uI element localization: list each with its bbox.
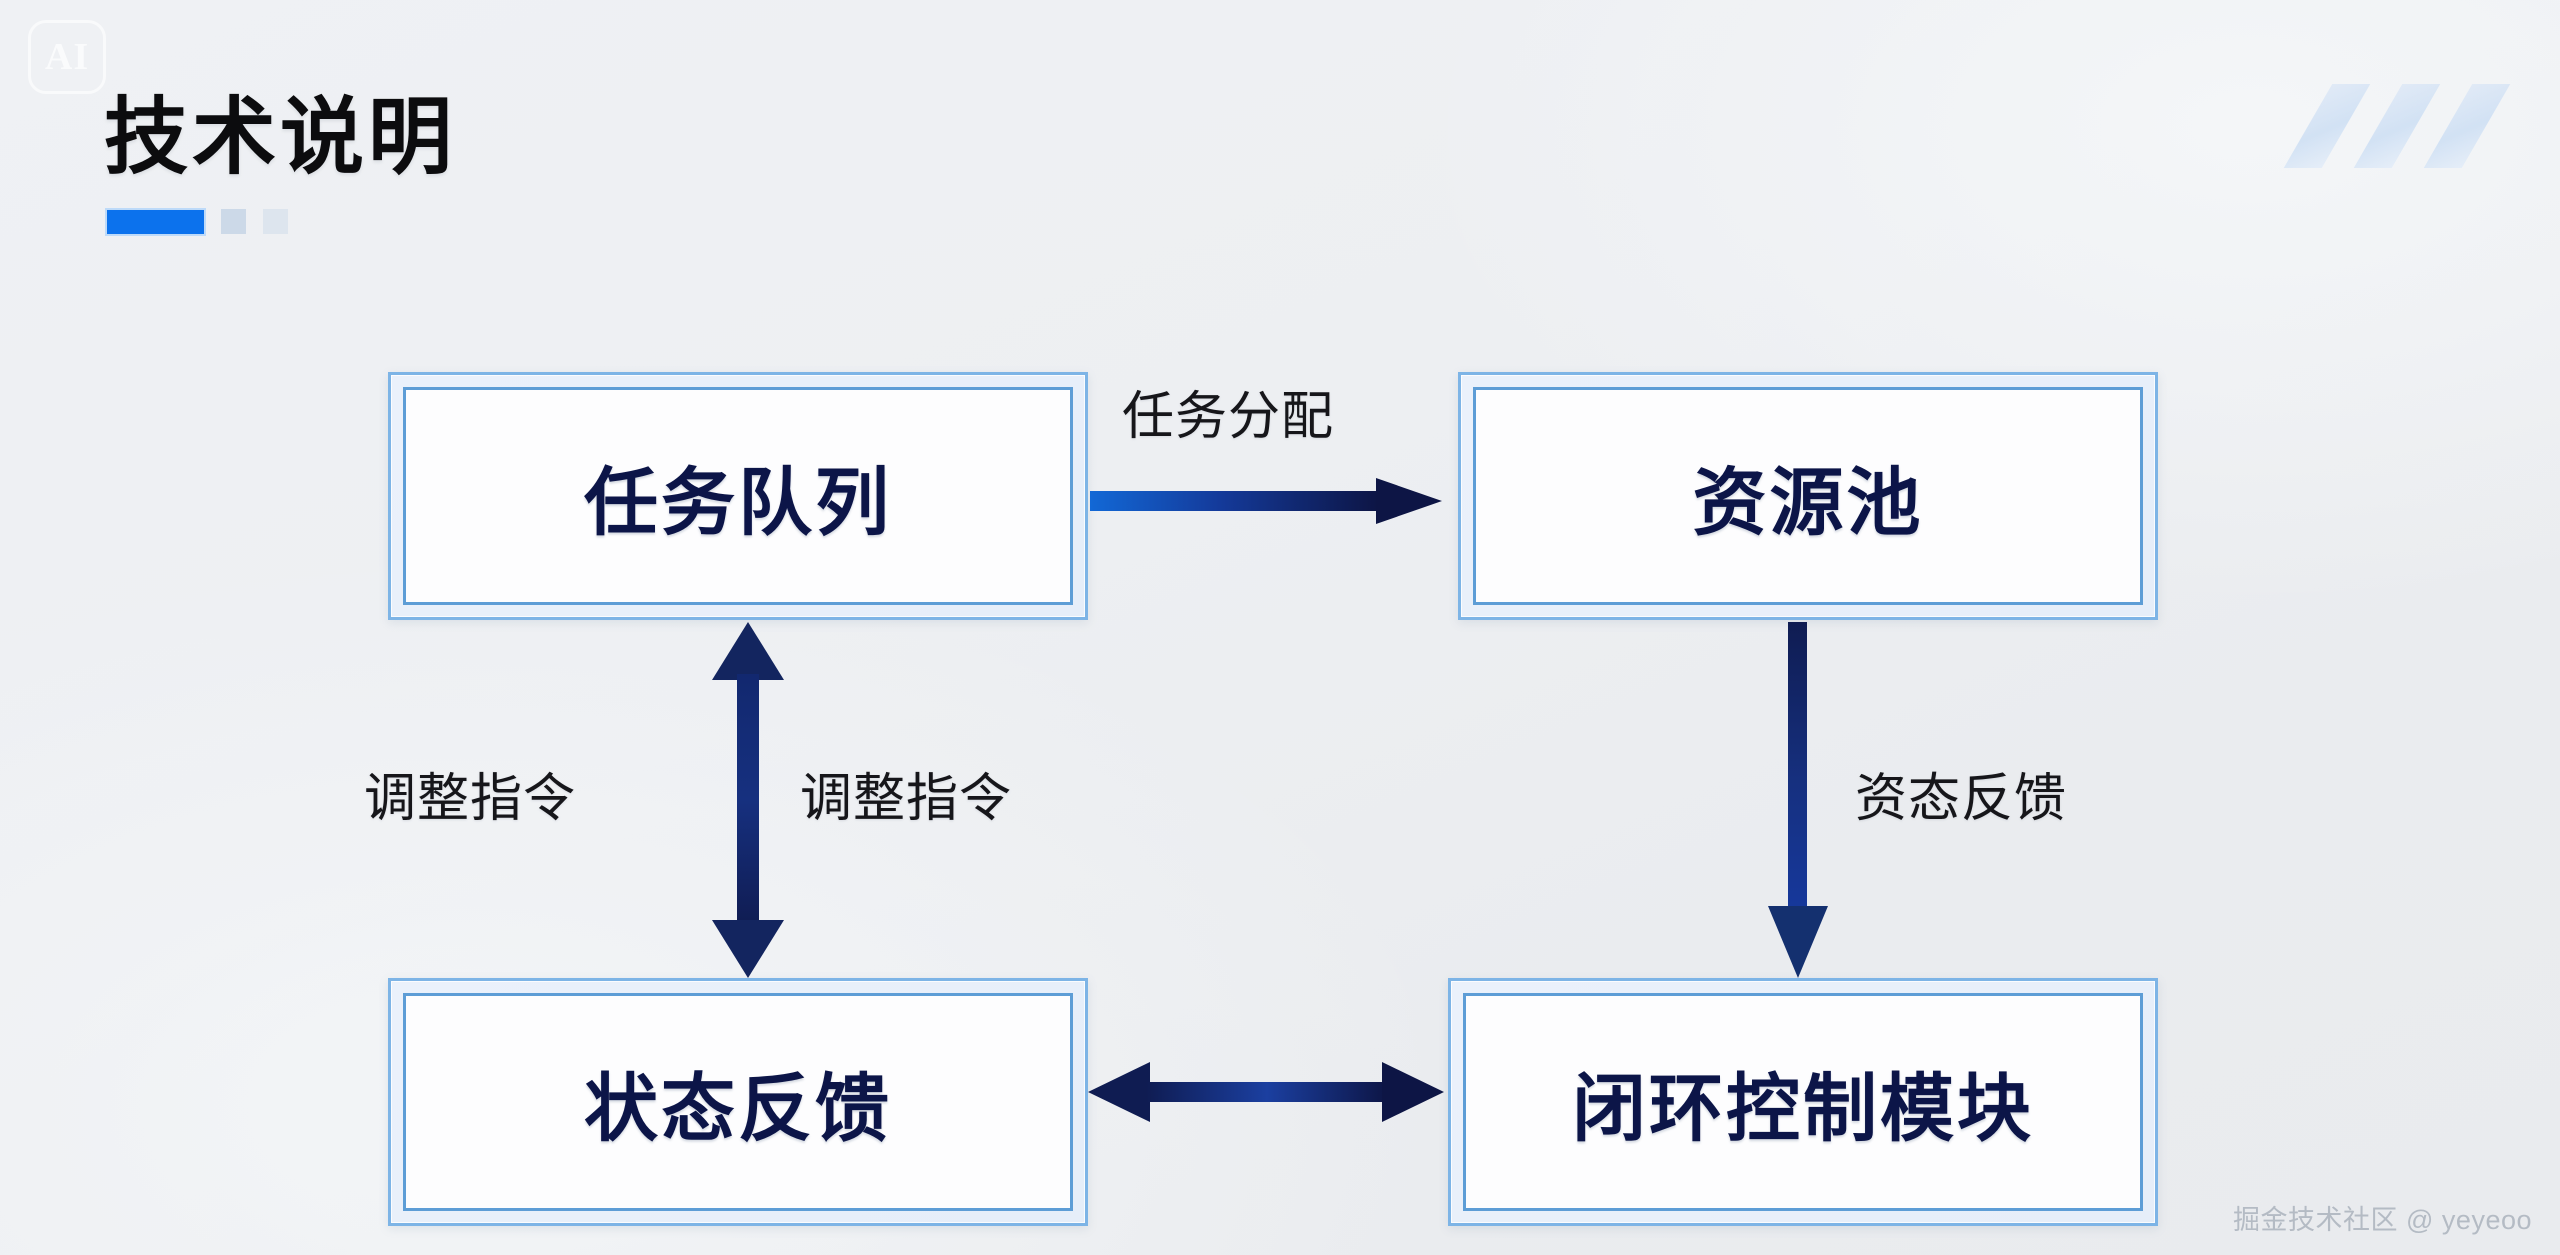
node-closed-loop-control[interactable]: 闭环控制模块 bbox=[1448, 978, 2158, 1226]
arrow-shaft bbox=[1090, 491, 1378, 511]
node-closed-loop-control-label: 闭环控制模块 bbox=[1572, 1066, 2034, 1150]
arrow-updown-icon-adjust-command bbox=[712, 622, 784, 978]
node-task-queue[interactable]: 任务队列 bbox=[388, 372, 1088, 620]
edge-label-adjust-command-left: 调整指令 bbox=[364, 770, 577, 828]
arrow-head-left bbox=[1088, 1062, 1150, 1122]
arrow-head-up bbox=[712, 622, 784, 680]
arrow-right-icon-task-allocation bbox=[1090, 478, 1442, 524]
arrow-down-icon-resource-feedback bbox=[1768, 622, 1828, 978]
arrow-shaft bbox=[1788, 622, 1807, 912]
node-task-queue-label: 任务队列 bbox=[584, 460, 892, 544]
arrow-head-right bbox=[1382, 1062, 1444, 1122]
edge-label-resource-feedback: 资态反馈 bbox=[1855, 770, 2068, 828]
ai-logo-label: AI bbox=[44, 36, 90, 78]
node-closed-loop-control-inner: 闭环控制模块 bbox=[1463, 993, 2143, 1211]
node-resource-pool-label: 资源池 bbox=[1692, 460, 1924, 544]
edge-label-adjust-command-right: 调整指令 bbox=[800, 770, 1013, 828]
arrow-head-down bbox=[712, 920, 784, 978]
node-status-feedback[interactable]: 状态反馈 bbox=[388, 978, 1088, 1226]
accent-square-2 bbox=[263, 209, 288, 234]
arrow-head-down bbox=[1768, 906, 1828, 978]
edge-label-task-allocation: 任务分配 bbox=[1122, 388, 1335, 446]
node-resource-pool[interactable]: 资源池 bbox=[1458, 372, 2158, 620]
node-resource-pool-inner: 资源池 bbox=[1473, 387, 2143, 605]
ai-logo-icon: AI bbox=[28, 20, 106, 94]
node-status-feedback-inner: 状态反馈 bbox=[403, 993, 1073, 1211]
arrow-shaft bbox=[737, 674, 759, 926]
node-task-queue-inner: 任务队列 bbox=[403, 387, 1073, 605]
title-accent-marks bbox=[107, 209, 456, 234]
arrow-leftright-icon-status-control bbox=[1088, 1062, 1444, 1122]
title-block: 技术说明 bbox=[104, 95, 456, 234]
accent-square-1 bbox=[221, 209, 246, 234]
node-status-feedback-label: 状态反馈 bbox=[584, 1066, 892, 1150]
arrow-head-right bbox=[1376, 478, 1442, 524]
watermark-credit: 掘金技术社区 @ yeyeoo bbox=[2233, 1205, 2532, 1235]
page-title: 技术说明 bbox=[104, 90, 457, 184]
arrow-shaft bbox=[1146, 1082, 1388, 1102]
accent-bar-primary bbox=[107, 209, 204, 234]
